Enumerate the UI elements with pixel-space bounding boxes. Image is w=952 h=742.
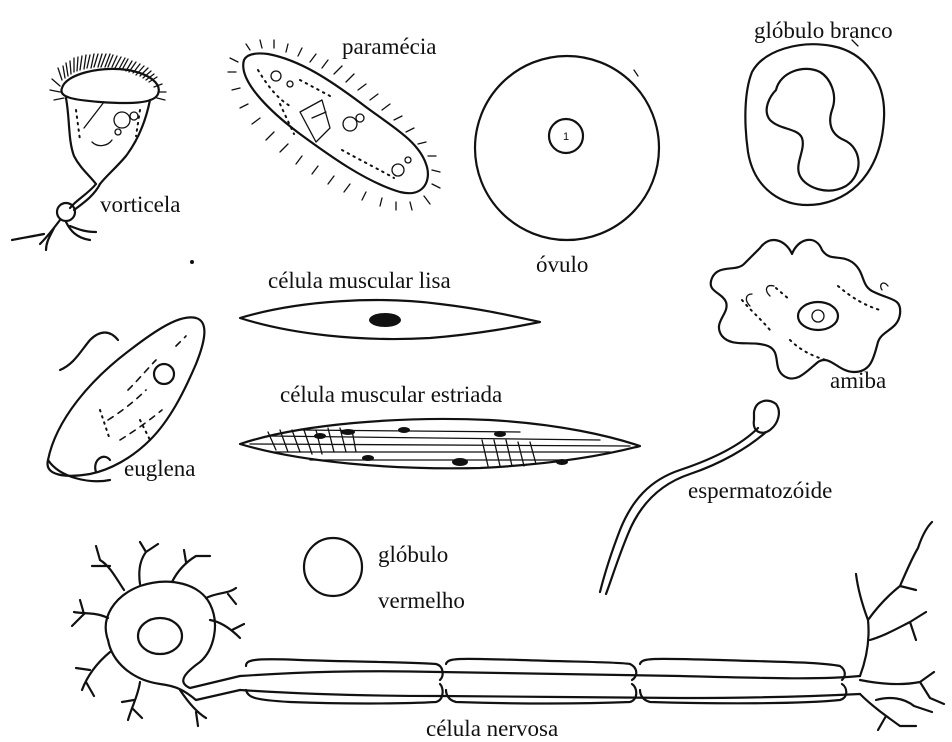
globulo-branco-drawing — [745, 40, 884, 205]
paramecia-drawing — [228, 40, 440, 210]
vorticela-drawing — [12, 54, 166, 250]
label-globulo-vermelho-2: vermelho — [378, 588, 465, 613]
label-globulo-branco: glóbulo branco — [754, 18, 893, 43]
stray-dot — [190, 260, 194, 264]
celula-nervosa-drawing — [72, 522, 944, 730]
label-vorticela: vorticela — [100, 192, 180, 217]
celula-muscular-lisa-drawing — [240, 300, 540, 339]
label-amiba: amiba — [830, 368, 886, 393]
ovulo-drawing — [475, 56, 659, 240]
ovulo-nucleus-label: 1 — [563, 131, 569, 143]
label-espermatozoide: espermatozóide — [688, 478, 832, 503]
celula-muscular-estriada-drawing — [240, 419, 640, 468]
label-celula-nervosa: célula nervosa — [426, 716, 558, 741]
label-euglena: euglena — [124, 456, 196, 481]
label-paramecia: paramécia — [342, 34, 436, 59]
label-globulo-vermelho-1: glóbulo — [378, 542, 448, 567]
label-ovulo: óvulo — [536, 252, 588, 277]
amiba-drawing — [711, 240, 901, 379]
globulo-vermelho-drawing — [304, 538, 362, 596]
label-celula-muscular-estriada: célula muscular estriada — [280, 382, 502, 407]
label-celula-muscular-lisa: célula muscular lisa — [268, 268, 451, 293]
